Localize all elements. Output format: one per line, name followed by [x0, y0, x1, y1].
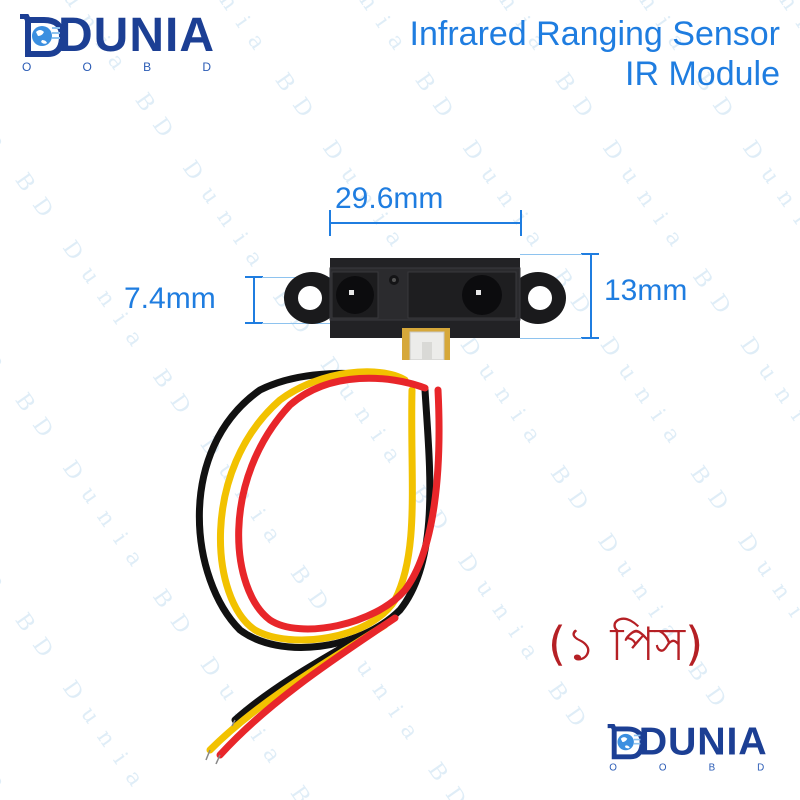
brand-name: DUNIA	[638, 719, 768, 764]
brand-sub-letter: O	[658, 761, 667, 774]
title-line-2: IR Module	[625, 55, 780, 93]
brand-sub-letter: D	[202, 60, 211, 74]
brand-sub: O O B D	[606, 762, 768, 773]
brand-sub-letter: B	[143, 60, 152, 74]
cart-globe-icon	[18, 14, 64, 58]
brand-name: DUNIA	[58, 9, 215, 62]
lens-height-dimension-line	[253, 276, 255, 324]
lens-height-guide	[262, 323, 332, 324]
brand-logo-bottom: DUNIA O O B D	[606, 719, 768, 773]
brand-sub-letter: O	[609, 761, 617, 774]
total-height-guide	[520, 338, 582, 339]
lens-height-dimension-label: 7.4mm	[124, 282, 216, 315]
watermark-text: Dunia BD Dunia BD Dunia BD Dunia BD	[739, 0, 800, 723]
brand-sub-letter: D	[757, 761, 765, 774]
lens-height-dimension-tick	[245, 276, 263, 278]
brand-sub-letter: O	[22, 60, 32, 74]
width-dimension-tick	[329, 210, 331, 236]
total-height-dimension-tick	[581, 253, 599, 255]
quantity-label: (১ পিস)	[548, 617, 704, 671]
width-dimension-label: 29.6mm	[335, 182, 444, 215]
width-dimension-tick	[520, 210, 522, 236]
ir-sensor-module	[284, 258, 566, 360]
total-height-dimension-line	[590, 253, 592, 339]
title-line-1: Infrared Ranging Sensor	[409, 15, 780, 53]
total-height-dimension-label: 13mm	[604, 274, 688, 307]
brand-logo-top: DUNIA O O B D	[18, 9, 215, 74]
product-title: Infrared Ranging Sensor IR Module	[410, 14, 780, 94]
total-height-dimension-tick	[581, 337, 599, 339]
lens-height-dimension-tick	[245, 322, 263, 324]
total-height-guide	[520, 254, 582, 255]
brand-sub: O O B D	[18, 60, 215, 74]
sensor-wires	[195, 368, 443, 765]
brand-sub-letter: O	[82, 60, 92, 74]
width-dimension-line	[330, 222, 522, 224]
brand-sub-letter: B	[708, 761, 716, 774]
cart-globe-icon	[606, 724, 644, 760]
